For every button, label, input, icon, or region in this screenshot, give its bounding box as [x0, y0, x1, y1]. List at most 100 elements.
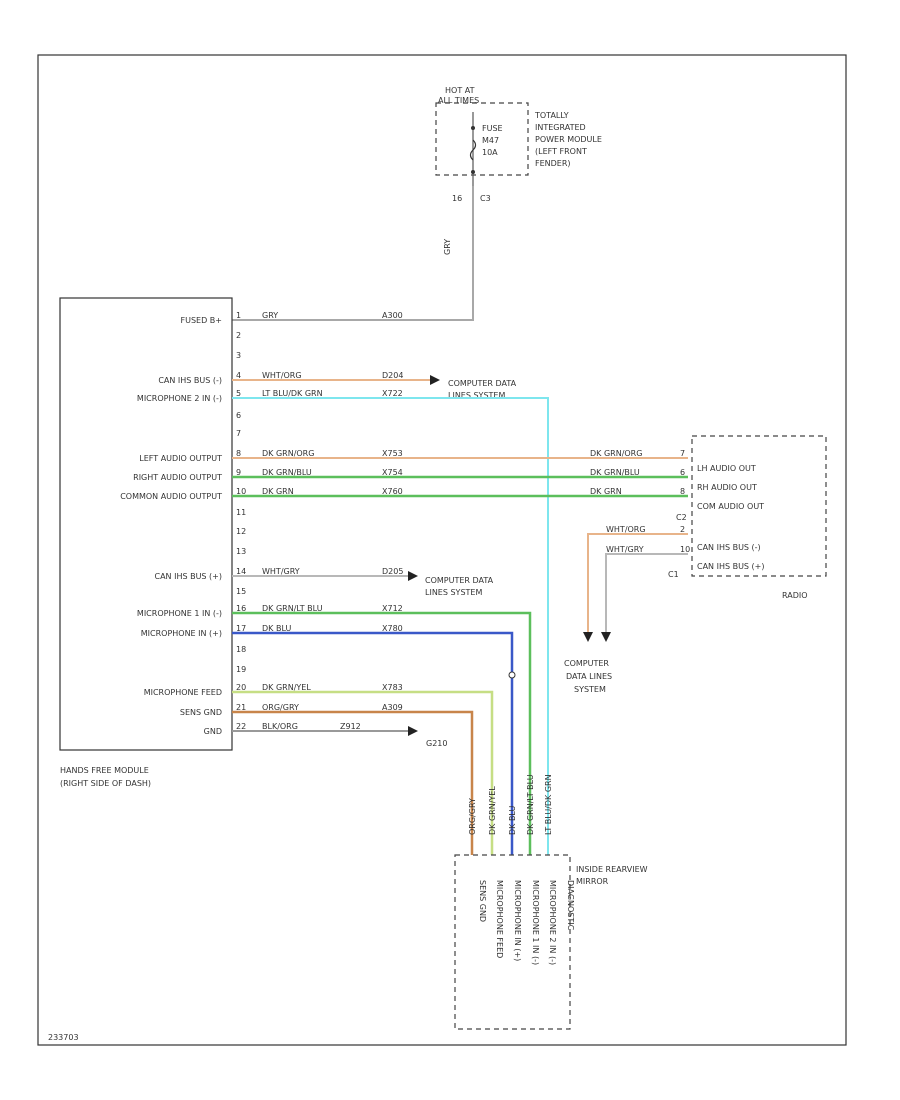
- module-pin-label: MICROPHONE 1 IN (-): [137, 609, 222, 618]
- wire-circuit-label: D205: [382, 567, 403, 576]
- hands-free-module-pin-labels: FUSED B+CAN IHS BUS (-)MICROPHONE 2 IN (…: [120, 316, 222, 736]
- radio-wire-color: WHT/GRY: [606, 545, 644, 554]
- module-label-3: POWER MODULE: [535, 135, 602, 144]
- module-pin-number: 22: [236, 722, 246, 731]
- arrow-down-icon: [601, 632, 611, 642]
- fuse-line-1: FUSE: [482, 124, 503, 133]
- module-pin-label: MICROPHONE IN (+): [141, 629, 222, 638]
- module-pin-number: 3: [236, 351, 241, 360]
- module-pin-label: GND: [204, 727, 222, 736]
- wire-circuit-label: X753: [382, 449, 403, 458]
- module-pin-number: 13: [236, 547, 246, 556]
- data-lines-bottom-3: SYSTEM: [574, 685, 606, 694]
- module-pin-number: 20: [236, 683, 246, 692]
- module-pin-number: 12: [236, 527, 246, 536]
- wire-circuit-label: X722: [382, 389, 403, 398]
- wire-sens-gnd: [232, 710, 474, 855]
- diagram-frame: [37, 54, 847, 1046]
- mirror-pin-label: MICROPHONE FEED: [495, 880, 504, 958]
- fuse-pin: 16: [452, 194, 462, 203]
- module-label-4: (LEFT FRONT: [535, 147, 587, 156]
- feed-wire-color: GRY: [443, 239, 452, 255]
- module-pin-number: 18: [236, 645, 246, 654]
- module-pin-number: 6: [236, 411, 241, 420]
- radio-pin-label: CAN IHS BUS (+): [697, 562, 765, 571]
- radio-wire-can-minus: [587, 533, 688, 632]
- mirror-label-2: MIRROR: [576, 877, 609, 886]
- module-label-5: FENDER): [535, 159, 571, 168]
- module-pin-number: 1: [236, 311, 241, 320]
- fuse-terminal-top: [471, 126, 475, 130]
- wire-circuit-label: X783: [382, 683, 403, 692]
- radio-pin-label: CAN IHS BUS (-): [697, 543, 761, 552]
- radio-wire-can-plus: [605, 553, 688, 632]
- fuse-hot-line-2: ALL TIMES: [438, 96, 479, 105]
- wire-color-label: WHT/GRY: [262, 567, 300, 576]
- data-lines-upper-1: COMPUTER DATA: [448, 379, 517, 388]
- radio-wire-color: DK GRN/ORG: [590, 449, 642, 458]
- ground-arrow-icon: [408, 726, 418, 736]
- mirror-pin-label: SENS GND: [478, 880, 487, 922]
- module-pin-number: 16: [236, 604, 246, 613]
- module-pin-number: 4: [236, 371, 241, 380]
- feed-wire-gry: [232, 186, 474, 321]
- module-label-2: INTEGRATED: [535, 123, 586, 132]
- wire-circuit-label: X712: [382, 604, 403, 613]
- radio-pin-label: RH AUDIO OUT: [697, 483, 757, 492]
- arrow-icon: [430, 375, 440, 385]
- data-lines-bottom-2: DATA LINES: [566, 672, 612, 681]
- module-label-1: TOTALLY: [534, 111, 569, 120]
- hands-free-module-label-1: HANDS FREE MODULE: [60, 766, 149, 775]
- wire-color-label: BLK/ORG: [262, 722, 298, 731]
- module-pin-number: 21: [236, 703, 246, 712]
- radio-label: RADIO: [782, 591, 808, 600]
- data-lines-lower-2: LINES SYSTEM: [425, 588, 482, 597]
- mirror-wire-color: DK GRN/YEL: [488, 786, 497, 835]
- module-pin-label: COMMON AUDIO OUTPUT: [120, 492, 222, 501]
- radio-pin-label: LH AUDIO OUT: [697, 464, 756, 473]
- data-lines-lower-1: COMPUTER DATA: [425, 576, 494, 585]
- data-lines-bottom-1: COMPUTER: [564, 659, 609, 668]
- radio-wire-color: DK GRN/BLU: [590, 468, 640, 477]
- radio-connector-upper: C2: [676, 513, 687, 522]
- fuse-line-3: 10A: [482, 148, 498, 157]
- fuse-line-2: M47: [482, 136, 499, 145]
- wire-color-label: DK GRN/BLU: [262, 468, 312, 477]
- ground-label: G210: [426, 739, 447, 748]
- wire-circuit-label: D204: [382, 371, 403, 380]
- radio-pin-label: COM AUDIO OUT: [697, 502, 764, 511]
- module-pin-label: MICROPHONE 2 IN (-): [137, 394, 222, 403]
- module-pin-number: 5: [236, 389, 241, 398]
- radio-pin-number: 2: [680, 525, 685, 534]
- footer-code: 233703: [48, 1033, 79, 1042]
- module-pin-label: LEFT AUDIO OUTPUT: [139, 454, 222, 463]
- module-pin-label: SENS GND: [180, 708, 222, 717]
- mirror-pin-label: MICROPHONE 1 IN (-): [531, 880, 540, 965]
- wire-color-label: ORG/GRY: [262, 703, 299, 712]
- fuse-icon: [469, 139, 477, 161]
- power-module-box: [435, 102, 529, 176]
- wire-mic-in: [232, 631, 514, 855]
- arrow-icon: [408, 571, 418, 581]
- radio-wire-color: DK GRN: [590, 487, 622, 496]
- module-pin-label: CAN IHS BUS (-): [158, 376, 222, 385]
- wire-circuit-label: X754: [382, 468, 403, 477]
- module-pin-number: 9: [236, 468, 241, 477]
- wire-color-label: DK GRN/ORG: [262, 449, 314, 458]
- fuse-terminal-bottom: [471, 170, 475, 174]
- radio-pin-number: 10: [680, 545, 690, 554]
- module-pin-number: 19: [236, 665, 246, 674]
- splice-icon: [508, 671, 516, 679]
- module-pin-number: 14: [236, 567, 246, 576]
- radio-pin-number: 6: [680, 468, 685, 477]
- wire-color-label: GRY: [262, 311, 278, 320]
- wire-color-label: DK BLU: [262, 624, 291, 633]
- mirror-label-1: INSIDE REARVIEW: [576, 865, 648, 874]
- mirror-pin-label: MICROPHONE IN (+): [513, 880, 522, 961]
- wire-color-label: DK GRN/YEL: [262, 683, 311, 692]
